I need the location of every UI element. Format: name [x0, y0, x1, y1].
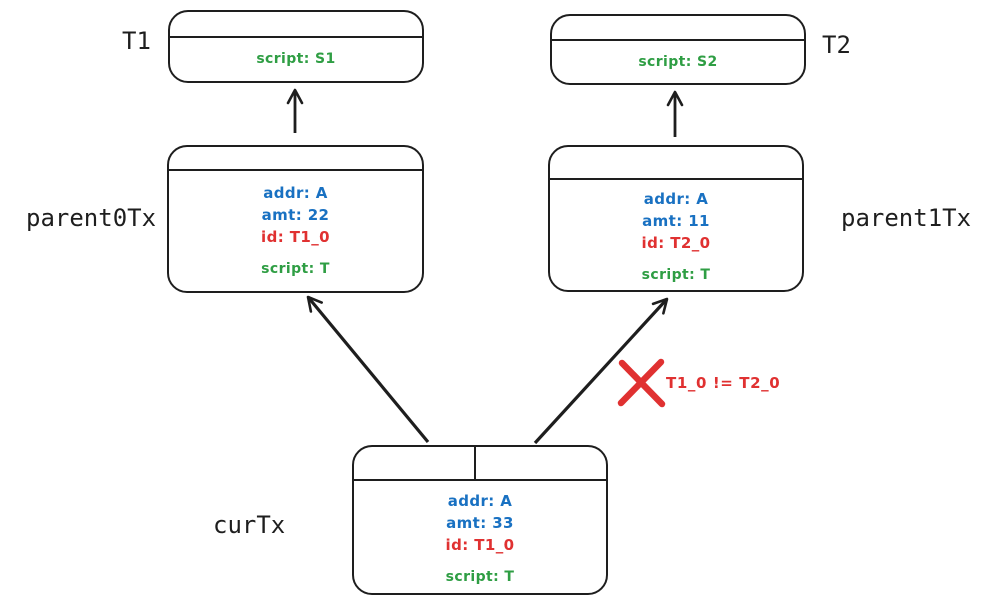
node-parent1tx-header — [550, 147, 802, 180]
parent0-addr: addr: A — [263, 184, 328, 202]
t2-script-text: script: S2 — [638, 54, 718, 70]
parent1-id: id: T2_0 — [641, 234, 711, 252]
node-parent0tx-header — [169, 147, 422, 171]
node-parent1tx: addr: A amt: 11 id: T2_0 script: T — [548, 145, 804, 292]
node-curtx-header — [354, 447, 606, 481]
red-x-icon — [617, 358, 666, 408]
node-t2: script: S2 — [550, 14, 806, 85]
parent0-id: id: T1_0 — [261, 228, 330, 246]
conflict-label: T1_0 != T2_0 — [666, 374, 781, 392]
arrow-curtx-to-parent0 — [306, 295, 430, 444]
curtx-input-divider — [473, 447, 477, 481]
node-t1: script: S1 — [168, 10, 424, 83]
label-t1: T1 — [122, 27, 151, 55]
label-curtx: curTx — [213, 511, 286, 539]
node-curtx: addr: A amt: 33 id: T1_0 script: T — [352, 445, 608, 595]
parent0-amt: amt: 22 — [261, 206, 330, 224]
parent1-addr: addr: A — [643, 190, 709, 208]
curtx-amt: amt: 33 — [446, 514, 514, 532]
curtx-addr: addr: A — [447, 492, 513, 510]
curtx-script: script: T — [445, 569, 515, 585]
parent1-amt: amt: 11 — [642, 212, 710, 230]
arrow-curtx-to-parent1 — [533, 297, 669, 445]
parent0-script: script: T — [261, 261, 330, 277]
node-parent0tx: addr: A amt: 22 id: T1_0 script: T — [167, 145, 424, 293]
label-parent1tx: parent1Tx — [841, 204, 972, 232]
parent1-script: script: T — [641, 267, 711, 283]
node-t2-header — [552, 16, 804, 41]
label-t2: T2 — [822, 31, 851, 59]
label-parent0tx: parent0Tx — [26, 204, 157, 232]
t1-script-text: script: S1 — [256, 51, 336, 67]
curtx-id: id: T1_0 — [445, 536, 515, 554]
node-t1-header — [170, 12, 422, 38]
